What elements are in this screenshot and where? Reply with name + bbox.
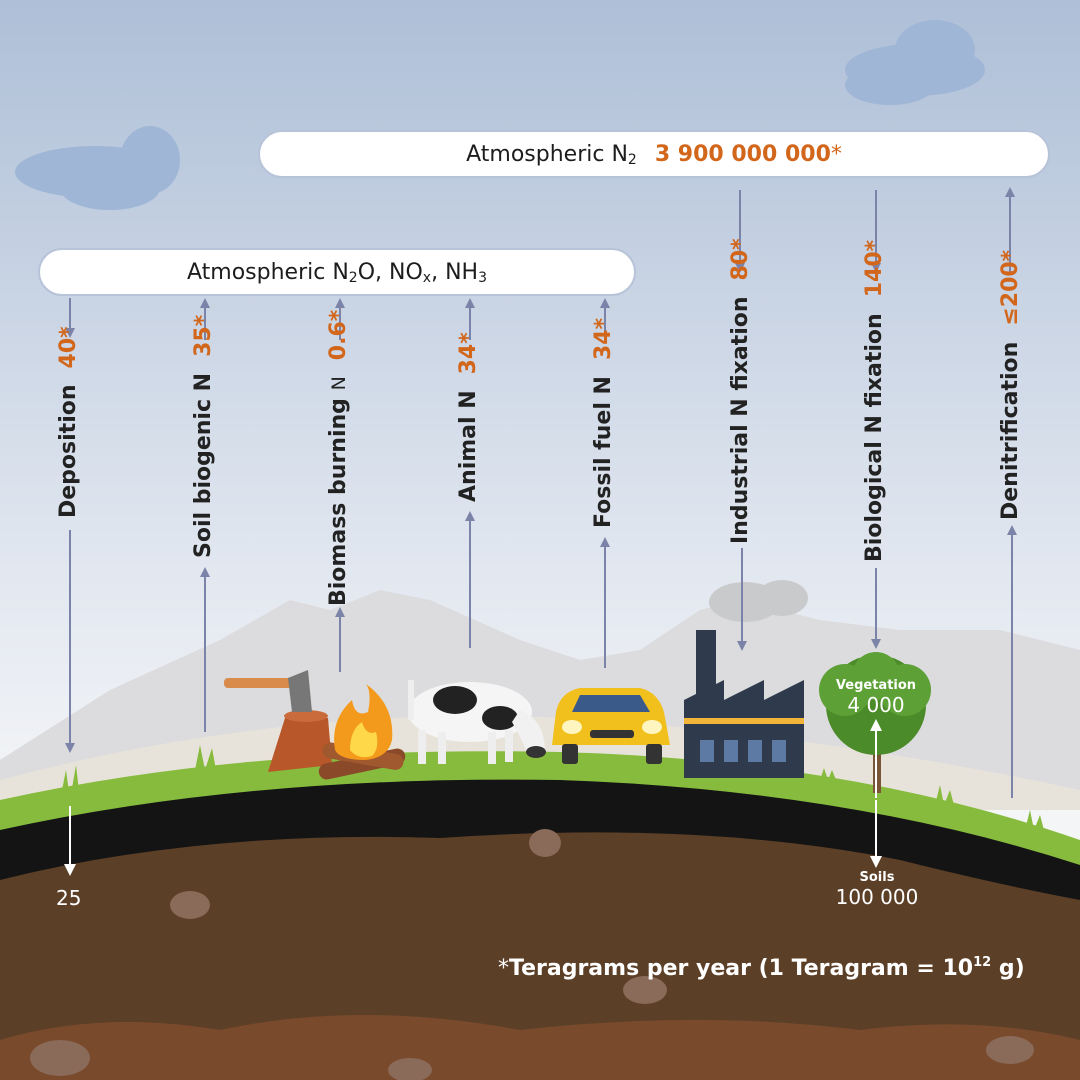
deposition-pool-value: 25 <box>56 886 82 910</box>
mid-box-label-b: O, NO <box>357 259 423 285</box>
mid-box-sub-3: 3 <box>478 270 487 286</box>
flux-star: * <box>728 238 753 250</box>
flux-value: 35 <box>191 326 216 357</box>
flux-value: 140 <box>862 251 887 298</box>
atmospheric-n2-subscript: 2 <box>627 152 637 168</box>
mid-box-label-c: , NH <box>431 259 479 285</box>
cloud-right <box>845 20 985 105</box>
flux-value: 40 <box>56 337 81 369</box>
rocks <box>30 829 1034 1080</box>
axe-stump-illustration <box>224 670 332 772</box>
campfire-illustration <box>318 684 406 780</box>
flux-value: ≤200 <box>998 261 1023 326</box>
atmospheric-n2-star: * <box>830 141 842 167</box>
car-illustration <box>552 688 670 764</box>
flux-value: 0.6 <box>326 321 351 361</box>
vegetation-pool: Vegetation 4 000 <box>830 678 922 717</box>
soils-pool: Soils 100 000 <box>822 870 932 909</box>
flux-biological-n-fixation: Biological N fixation 140* <box>862 240 887 562</box>
flux-deposition: Deposition 40* <box>56 326 81 518</box>
factory-illustration <box>684 580 808 778</box>
flux-label: Deposition <box>56 384 81 518</box>
flux-star: * <box>862 239 887 252</box>
flux-label: Denitrification <box>998 341 1023 520</box>
cloud-left <box>15 126 180 210</box>
vegetation-title: Vegetation <box>835 678 917 693</box>
footnote-star: * <box>498 956 509 981</box>
footnote-text: Teragrams per year (1 Teragram = 10 <box>509 956 974 981</box>
flux-soil-biogenic-n: Soil biogenic N 35* <box>191 315 216 558</box>
soils-title: Soils <box>859 870 895 885</box>
flux-star: * <box>591 317 616 330</box>
grass-tufts <box>60 745 1044 830</box>
flux-label: Biomass burning <box>326 398 351 606</box>
footnote-exponent: 12 <box>973 955 992 970</box>
cow-illustration <box>408 680 546 764</box>
flux-star: * <box>56 326 81 338</box>
flux-label: Industrial N fixation <box>728 296 753 544</box>
flux-value: 80 <box>728 249 753 281</box>
flux-label: Soil biogenic N <box>191 372 216 558</box>
footnote: *Teragrams per year (1 Teragram = 1012 g… <box>498 955 1025 981</box>
soils-value: 100 000 <box>835 885 919 909</box>
mid-box-sub-1: 2 <box>348 270 358 286</box>
vegetation-value: 4 000 <box>847 693 905 717</box>
flux-label: Fossil fuel N <box>591 376 616 528</box>
flux-biomass-burning: Biomass burning N 0.6* <box>326 310 351 606</box>
flux-star: * <box>326 309 351 322</box>
flux-label: Biological N fixation <box>862 313 887 562</box>
flux-star: * <box>191 314 216 327</box>
flux-arrows <box>65 187 1017 798</box>
flux-star: * <box>456 332 481 344</box>
mid-box-sub-2: x <box>422 270 432 286</box>
flux-animal-n: Animal N 34* <box>456 332 481 502</box>
atmospheric-n2-value: 3 900 000 000 <box>654 141 831 167</box>
flux-star: * <box>998 249 1023 262</box>
flux-label: Animal N <box>456 390 481 502</box>
flux-value: 34 <box>456 343 481 375</box>
flux-industrial-n-fixation: Industrial N fixation 80* <box>728 238 753 544</box>
flux-label-suffix: N <box>328 376 350 391</box>
flux-denitrification: Denitrification ≤200* <box>998 250 1023 520</box>
flux-fossil-fuel-n: Fossil fuel N 34* <box>591 318 616 528</box>
flux-value: 34 <box>591 329 616 361</box>
soil-arrows <box>64 719 882 876</box>
footnote-unit: g) <box>991 956 1025 981</box>
atmospheric-n2-label: Atmospheric N <box>466 141 628 167</box>
mid-box-label-a: Atmospheric N <box>186 259 349 285</box>
